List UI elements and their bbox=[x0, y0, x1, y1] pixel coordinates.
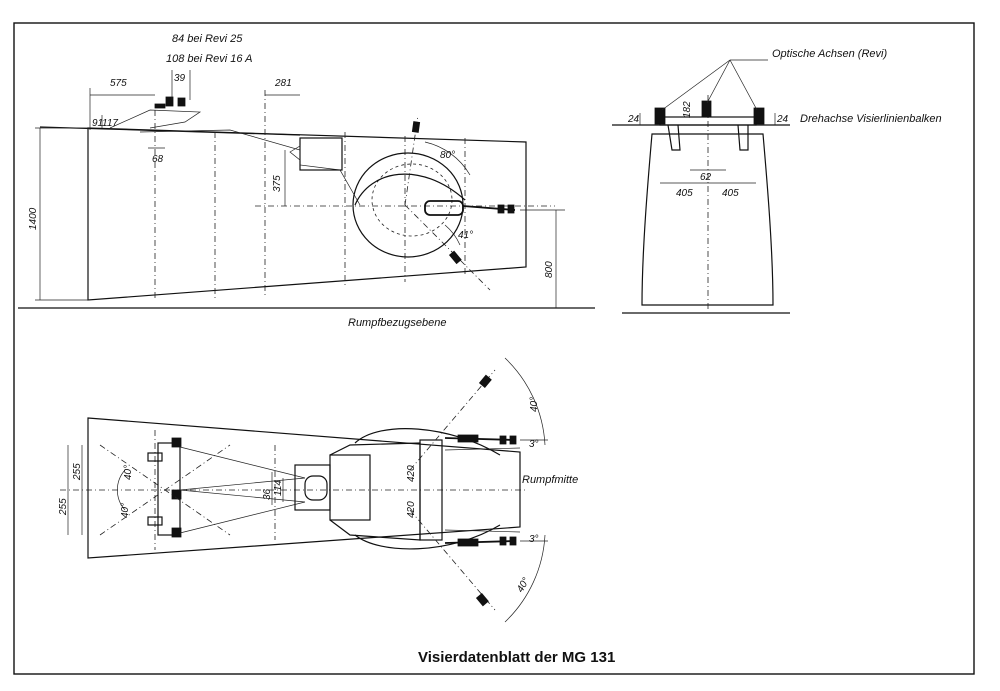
side-gun-body bbox=[424, 200, 464, 216]
dim-255-a: 255 bbox=[58, 498, 69, 516]
angle-40-top: 40° bbox=[529, 397, 540, 412]
dim-182: 182 bbox=[682, 101, 693, 118]
pivot-axis-label: Drehachse Visierlinienbalken bbox=[800, 113, 942, 125]
dim-62: 62 bbox=[700, 172, 712, 183]
dim-281: 281 bbox=[274, 78, 292, 89]
dim-405-right: 405 bbox=[722, 188, 739, 199]
side-fuselage-outline bbox=[87, 127, 527, 301]
dim-420-a: 420 bbox=[406, 465, 417, 482]
centerline-label: Rumpfmitte bbox=[522, 474, 578, 486]
top-view: Rumpfmitte 255 255 36 114 420 420 40° 40… bbox=[58, 357, 578, 623]
dim-1400: 1400 bbox=[28, 207, 39, 230]
top-fuselage-outline bbox=[87, 417, 521, 559]
dim-39: 39 bbox=[174, 73, 186, 84]
angle-3-top: 3° bbox=[529, 439, 539, 450]
dim-575: 575 bbox=[110, 78, 127, 89]
side-view: 84 bei Revi 25 108 bei Revi 16 A 39 575 … bbox=[18, 33, 595, 329]
dim-91: 91 bbox=[92, 118, 103, 129]
angle-40-left-a: 40° bbox=[123, 465, 134, 480]
side-cupola-inner bbox=[371, 163, 453, 237]
dim-24-right: 24 bbox=[776, 114, 789, 125]
dim-68: 68 bbox=[152, 154, 164, 165]
dim-24-left: 24 bbox=[627, 114, 640, 125]
optical-axes-label: Optische Achsen (Revi) bbox=[772, 48, 887, 60]
dim-36: 36 bbox=[262, 488, 273, 500]
reference-plane-label: Rumpfbezugsebene bbox=[348, 317, 446, 329]
angle-40-left-b: 40° bbox=[120, 503, 131, 518]
dim-255-b: 255 bbox=[72, 463, 83, 481]
revi-note-1: 84 bei Revi 25 bbox=[172, 33, 243, 45]
dim-420-b: 420 bbox=[406, 501, 417, 518]
side-sight-head bbox=[299, 137, 343, 171]
angle-41: 41° bbox=[458, 230, 473, 241]
front-view: Optische Achsen (Revi) Drehachse Visierl… bbox=[612, 48, 942, 314]
dim-405-left: 405 bbox=[676, 188, 693, 199]
revi-note-2: 108 bei Revi 16 A bbox=[166, 53, 252, 65]
angle-80: 80° bbox=[440, 150, 455, 161]
angle-40-bottom: 40° bbox=[515, 576, 532, 595]
angle-3-bottom: 3° bbox=[529, 534, 539, 545]
front-fuselage-outline bbox=[641, 133, 774, 306]
dim-117: 117 bbox=[102, 118, 118, 129]
drawing-title: Visierdatenblatt der MG 131 bbox=[418, 649, 615, 666]
dim-375: 375 bbox=[272, 175, 283, 192]
dim-114: 114 bbox=[273, 480, 284, 496]
dim-800: 800 bbox=[544, 261, 555, 278]
side-cupola-outer bbox=[352, 152, 464, 258]
sheet-border bbox=[13, 22, 975, 675]
